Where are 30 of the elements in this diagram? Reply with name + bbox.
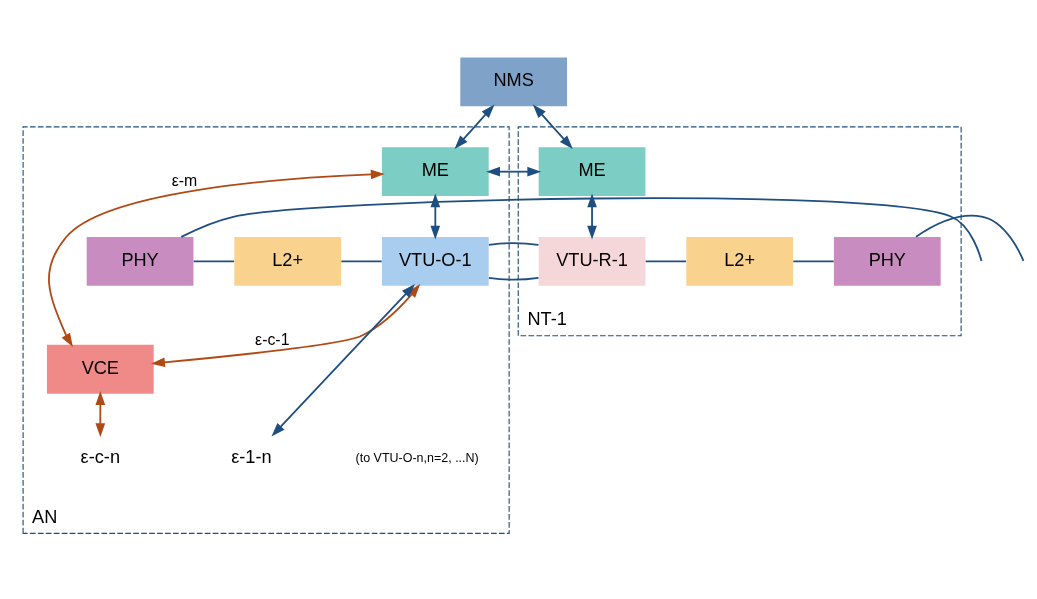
- node-box: NMS: [459, 57, 567, 106]
- node-box: VCE: [46, 344, 154, 394]
- connector: [791, 259, 835, 262]
- edge-label: ε-c-1: [254, 330, 289, 348]
- connector: [487, 241, 539, 281]
- connector: [644, 259, 687, 262]
- node-box: L2+: [685, 236, 793, 286]
- arrow: [270, 283, 415, 437]
- arrow: [150, 283, 420, 367]
- node-text: ε-c-n: [80, 446, 120, 467]
- node-box: ME: [381, 146, 489, 196]
- arrow: [94, 390, 105, 437]
- connector: [339, 259, 383, 262]
- node-text: ε-1-n: [230, 446, 272, 467]
- arrow: [47, 169, 385, 347]
- node-box: VTU-O-1: [381, 236, 489, 286]
- node-box: L2+: [233, 236, 341, 286]
- connector: [192, 259, 235, 262]
- arrow: [485, 166, 541, 177]
- node-box: VTU-R-1: [538, 236, 645, 286]
- connector: [914, 214, 1024, 262]
- edge-label: ε-m: [171, 171, 197, 189]
- arrow: [586, 193, 597, 239]
- arrow: [532, 103, 573, 149]
- node-box: PHY: [86, 236, 193, 286]
- node-box: ME: [538, 146, 645, 196]
- arrow: [454, 103, 495, 149]
- node-box: PHY: [833, 236, 941, 286]
- label: (to VTU-O-n,n=2, ...N): [355, 450, 479, 465]
- connector: [179, 196, 982, 262]
